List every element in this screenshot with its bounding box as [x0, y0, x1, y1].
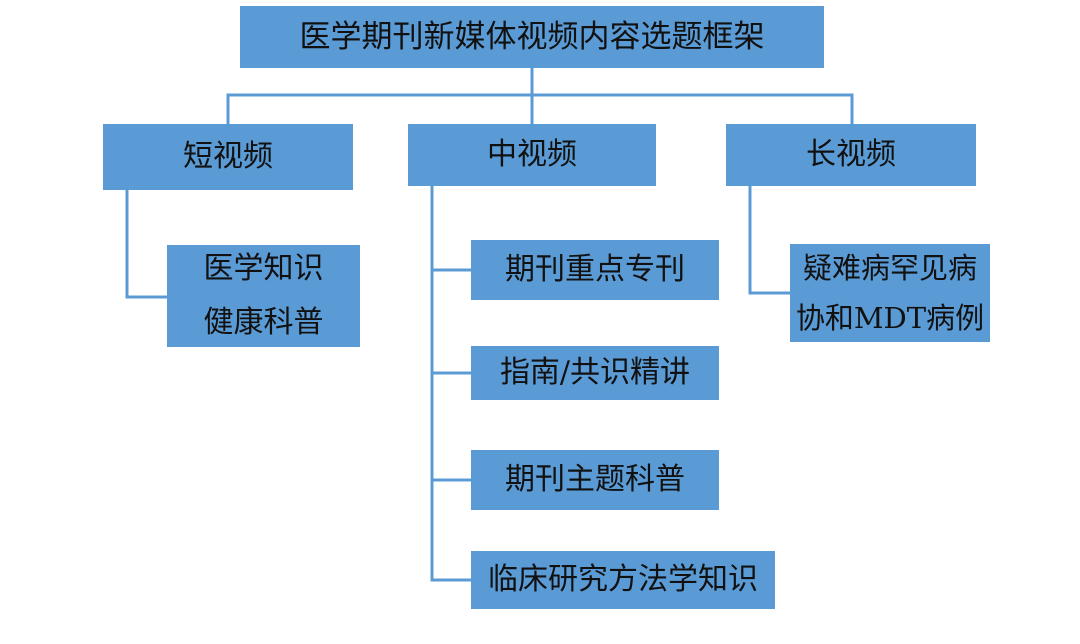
topic-node-journal-special-issue: 期刊重点专刊 [471, 240, 719, 300]
connector-root-branches [226, 93, 854, 124]
topic-line: 医学知识 [203, 251, 324, 286]
connector-long-branch [748, 186, 790, 295]
topic-line: 期刊重点专刊 [505, 252, 685, 287]
topic-line: 期刊主题科普 [505, 462, 685, 497]
topic-line: 疑难病罕见病 [802, 251, 977, 285]
topic-node-rare-disease-mdt: 疑难病罕见病 协和MDT病例 [790, 244, 990, 342]
category-label: 长视频 [806, 137, 896, 172]
category-label: 短视频 [183, 139, 273, 174]
root-label: 医学期刊新媒体视频内容选题框架 [299, 19, 765, 55]
topic-node-clinical-research-methods: 临床研究方法学知识 [471, 551, 775, 609]
topic-node-guideline-consensus: 指南/共识精讲 [471, 346, 719, 400]
connector-short-branch [125, 190, 167, 299]
connector-mid-spine [430, 186, 471, 582]
topic-node-journal-theme-science: 期刊主题科普 [471, 450, 719, 510]
category-long-video: 长视频 [726, 124, 976, 186]
category-short-video: 短视频 [103, 124, 353, 190]
topic-line: 健康科普 [203, 305, 324, 340]
category-label: 中视频 [487, 137, 577, 172]
topic-line: 协和MDT病例 [795, 301, 985, 335]
topic-node-medical-knowledge: 医学知识 健康科普 [167, 245, 360, 347]
category-medium-video: 中视频 [408, 124, 656, 186]
topic-line: 临床研究方法学知识 [488, 562, 758, 597]
diagram-root-node: 医学期刊新媒体视频内容选题框架 [240, 6, 824, 68]
topic-line: 指南/共识精讲 [499, 355, 691, 390]
